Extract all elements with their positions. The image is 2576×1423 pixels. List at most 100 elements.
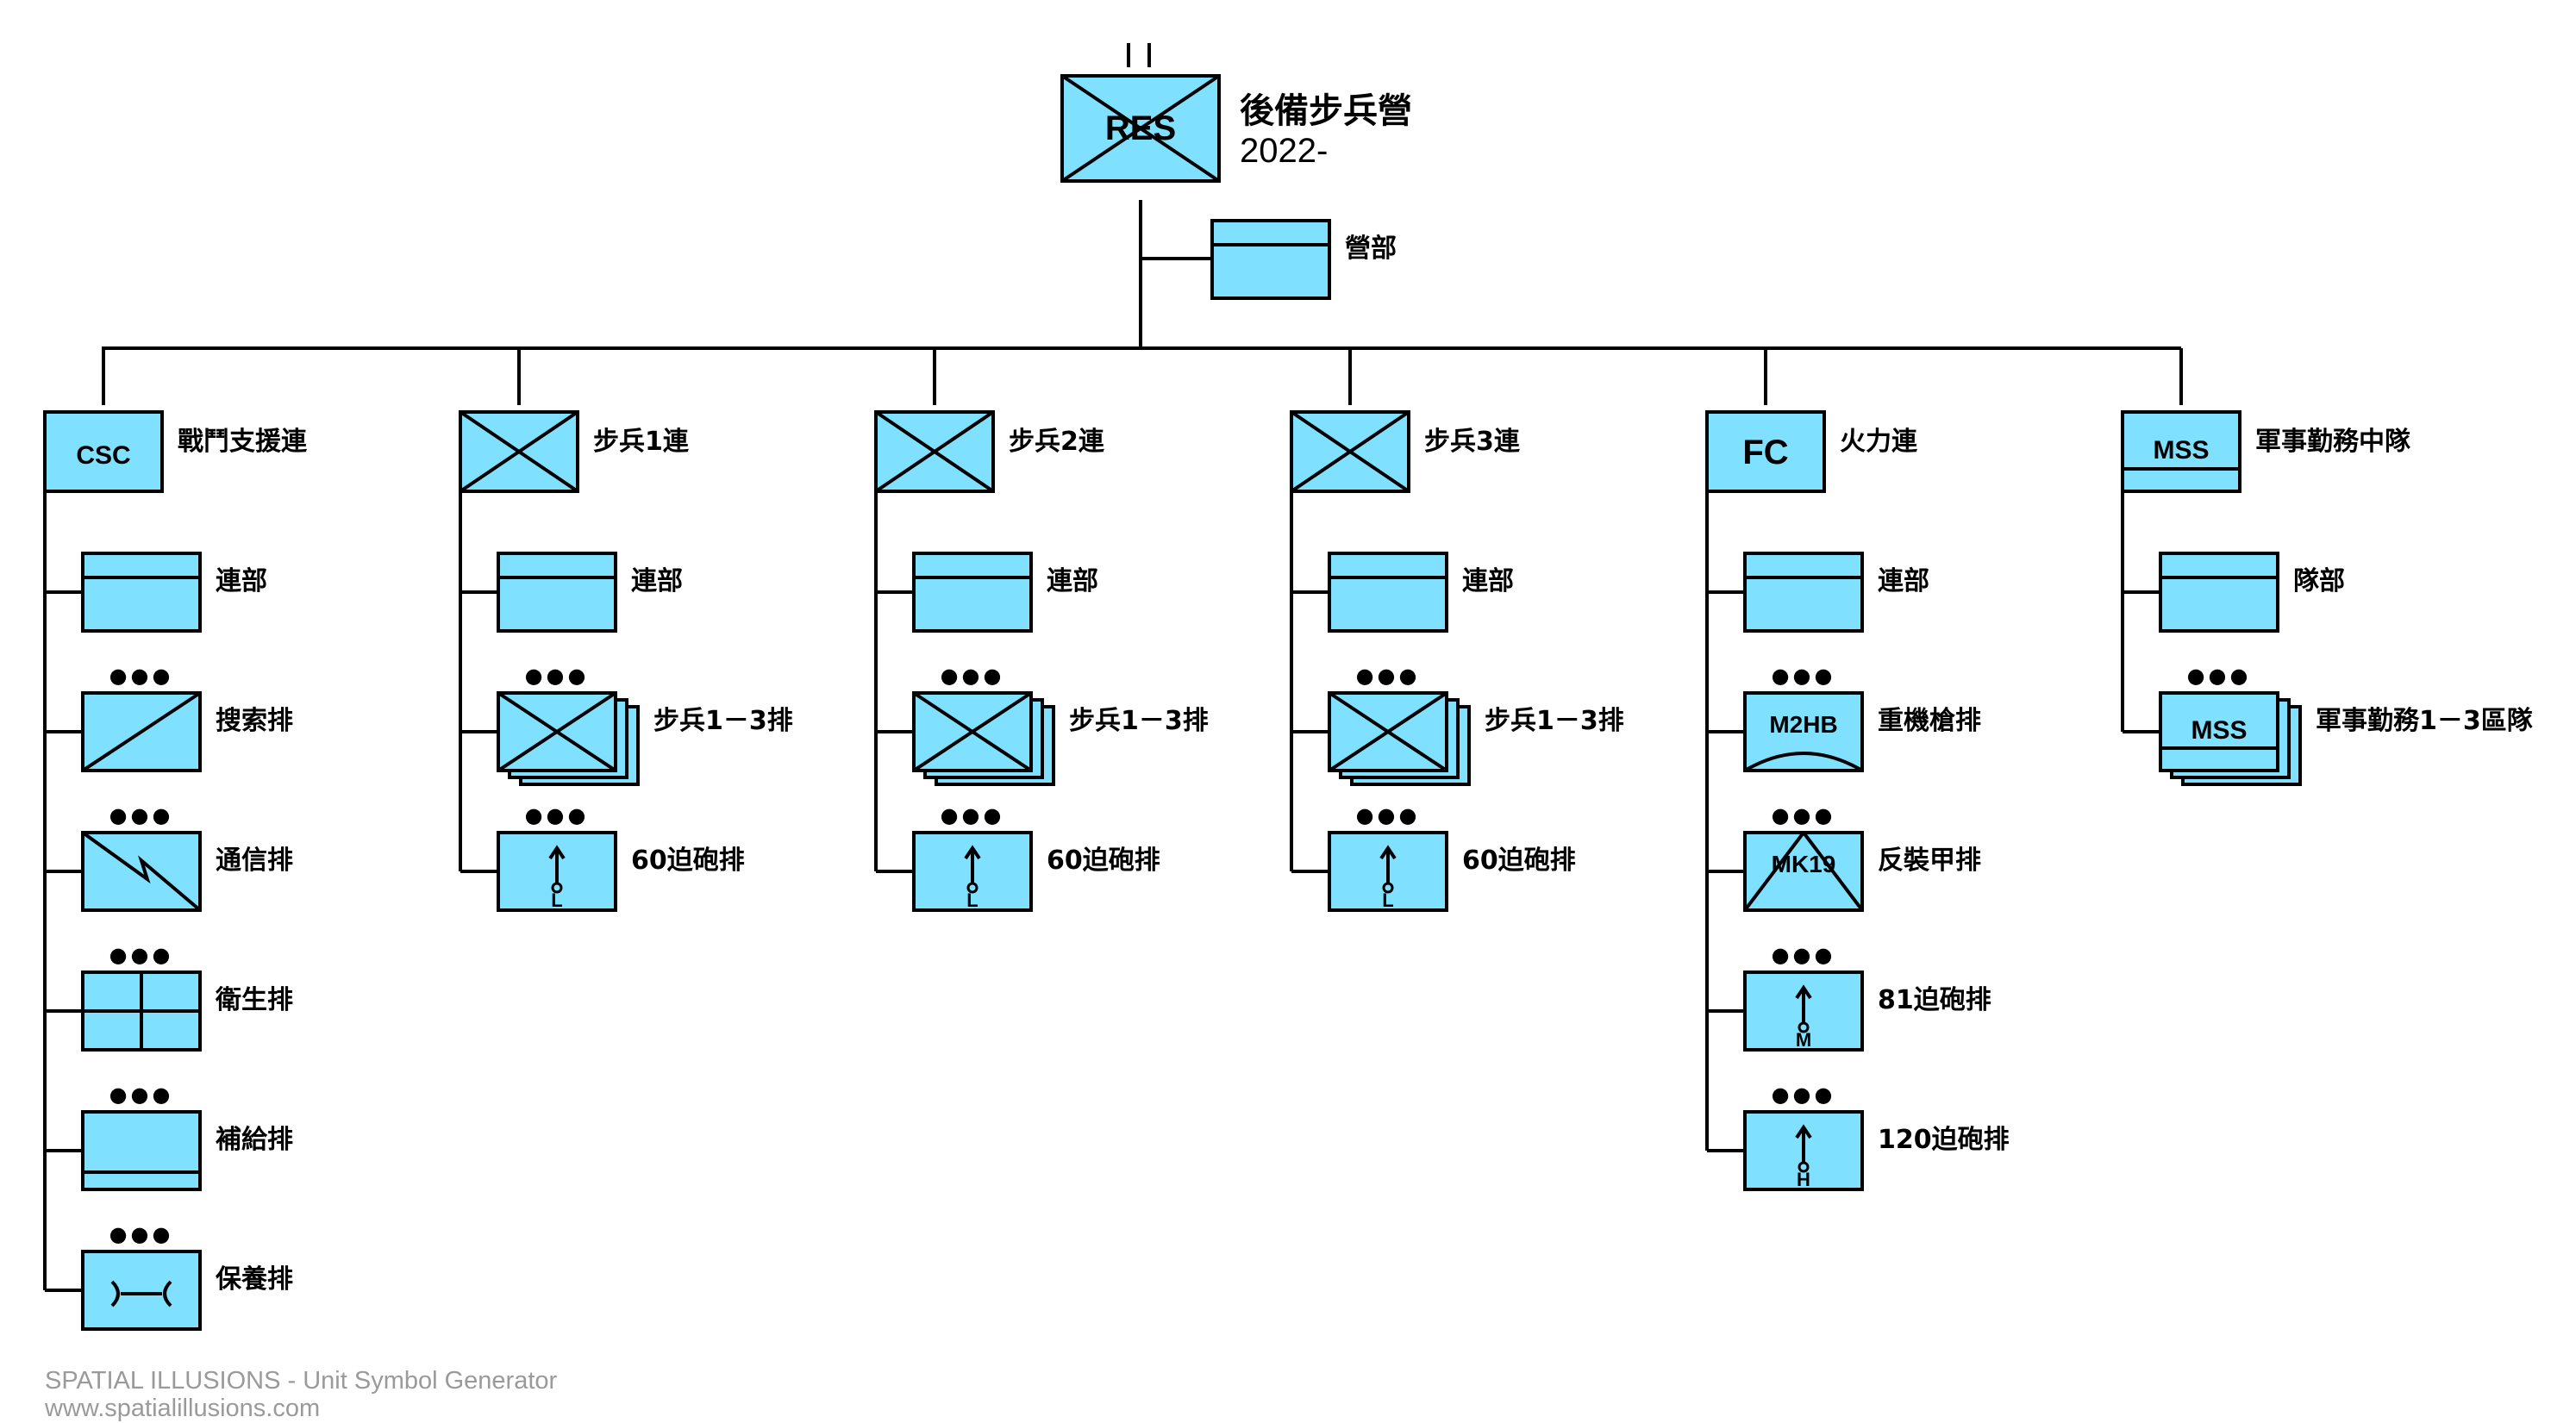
- unit-csc-supply: ●●● 補給排: [45, 1083, 293, 1191]
- mortar-size-letter: L: [1382, 889, 1393, 911]
- company-symbol-text: FC: [1742, 434, 1788, 471]
- platoon-echelon-dots: ●●●: [109, 1083, 174, 1107]
- mortar-size-letter: H: [1797, 1169, 1810, 1190]
- platoon-echelon-dots: ●●●: [1772, 664, 1836, 688]
- battalion-node: RES 後備步兵營 2022-: [1060, 43, 1412, 183]
- infantry-cross-b: [1328, 691, 1448, 772]
- battalion-hq-symbol: [1210, 219, 1331, 300]
- recon-slash-line: [81, 691, 202, 772]
- platoon-echelon-dots: ●●●: [2187, 664, 2252, 688]
- symbol-frame: [1743, 831, 1864, 912]
- unit-label: 軍事勤務1－3區隊: [2316, 706, 2533, 736]
- unit-mss-mss: ●●● MSS 軍事勤務1－3區隊: [2123, 664, 2533, 786]
- platoon-echelon-dots: ●●●: [109, 803, 174, 827]
- unit-label: 連部: [216, 566, 267, 596]
- unit-csc-hq: 連部: [45, 552, 267, 633]
- unit-label: 連部: [1047, 566, 1098, 596]
- platoon-echelon-dots: ●●●: [1356, 803, 1421, 827]
- maintenance-jaw-right: [163, 1280, 172, 1308]
- company-name: 火力連: [1840, 427, 1918, 457]
- hmg-arc-line: [1743, 752, 1864, 772]
- infantry-cross-b: [1290, 410, 1410, 493]
- company-name: 軍事勤務中隊: [2255, 427, 2410, 457]
- platoon-echelon-dots: ●●●: [1356, 664, 1421, 688]
- mss-symbol-text: MSS: [2191, 716, 2247, 745]
- company-name: 步兵1連: [593, 427, 690, 457]
- mortar-base-circle: [1382, 882, 1394, 894]
- unit-inf3-mortar: ●●● L 60迫砲排: [1291, 803, 1576, 912]
- unit-label: 連部: [1878, 566, 1929, 596]
- platoon-echelon-dots: ●●●: [109, 664, 174, 688]
- maintenance-jaw-left: [110, 1280, 120, 1308]
- mortar-base-circle: [551, 882, 563, 894]
- symbol-frame: [81, 552, 202, 633]
- unit-mss-hq: 隊部: [2123, 552, 2345, 633]
- unit-label: 隊部: [2293, 566, 2345, 596]
- antiarmor-left-line: [1743, 831, 1805, 912]
- unit-label: 步兵1－3排: [653, 706, 793, 736]
- infantry-cross-b: [459, 410, 579, 493]
- footer-line-2: www.spatialillusions.com: [45, 1395, 321, 1422]
- unit-inf2-hq: 連部: [876, 552, 1098, 633]
- unit-inf1-hq: 連部: [460, 552, 683, 633]
- symbol-frame: [81, 1250, 202, 1331]
- unit-label: 60迫砲排: [1047, 846, 1160, 876]
- unit-label: 81迫砲排: [1878, 985, 1991, 1015]
- mortar-base-circle: [966, 882, 979, 894]
- unit-label: 60迫砲排: [1462, 846, 1576, 876]
- unit-inf3-inf: ●●● 步兵1－3排: [1291, 664, 1624, 786]
- infantry-cross-b: [912, 691, 1033, 772]
- platoon-echelon-dots: ●●●: [1772, 1083, 1836, 1107]
- unit-label: 通信排: [216, 846, 293, 876]
- unit-label: 補給排: [215, 1125, 293, 1155]
- signal-lightning-line: [81, 831, 202, 912]
- mortar-size-letter: M: [1796, 1029, 1811, 1051]
- unit-fc-m81: ●●● M 81迫砲排: [1707, 943, 1991, 1052]
- mss-symbol-text: MSS: [2153, 436, 2209, 465]
- mortar-base-circle: [1798, 1021, 1810, 1033]
- unit-csc-signal: ●●● 通信排: [45, 803, 293, 912]
- unit-fc-m120: ●●● H 120迫砲排: [1707, 1083, 2010, 1191]
- symbol-frame: [1743, 552, 1864, 633]
- battalion-name: 後備步兵營: [1240, 91, 1412, 131]
- infantry-cross-b: [497, 691, 617, 772]
- mortar-arrow-head: [1795, 984, 1812, 1000]
- platoon-echelon-dots: ●●●: [941, 803, 1005, 827]
- company-symbol-text: CSC: [76, 441, 130, 470]
- symbol-frame: [912, 552, 1033, 633]
- symbol-frame: [81, 1110, 202, 1191]
- footer-line-1: SPATIAL ILLUSIONS - Unit Symbol Generato…: [45, 1367, 558, 1395]
- platoon-echelon-dots: ●●●: [109, 1222, 174, 1246]
- platoon-echelon-dots: ●●●: [109, 943, 174, 967]
- unit-label: 保養排: [216, 1264, 293, 1295]
- battalion-years: 2022-: [1240, 132, 1328, 170]
- unit-label: 60迫砲排: [631, 846, 745, 876]
- symbol-frame: [2121, 410, 2241, 493]
- battalion-hq-label: 營部: [1345, 234, 1397, 264]
- antiarmor-symbol-text: MK19: [1772, 851, 1836, 877]
- mortar-size-letter: L: [551, 889, 562, 911]
- unit-label: 步兵1－3排: [1485, 706, 1624, 736]
- unit-label: 衛生排: [215, 985, 293, 1015]
- company-name: 步兵3連: [1424, 427, 1521, 457]
- unit-label: 120迫砲排: [1878, 1125, 2010, 1155]
- symbol-frame: [43, 410, 164, 493]
- hmg-symbol-text: M2HB: [1769, 711, 1837, 738]
- mortar-arrow-head: [548, 845, 566, 860]
- mortar-arrow-head: [964, 845, 981, 860]
- unit-csc-medical: ●●● 衛生排: [45, 943, 293, 1052]
- unit-inf3-hq: 連部: [1291, 552, 1514, 633]
- platoon-echelon-dots: ●●●: [1772, 943, 1836, 967]
- unit-inf2-inf: ●●●步兵1－3排: [876, 664, 1209, 786]
- battalion-hq-node: 營部: [1139, 200, 1397, 348]
- platoon-echelon-dots: ●●●: [525, 664, 590, 688]
